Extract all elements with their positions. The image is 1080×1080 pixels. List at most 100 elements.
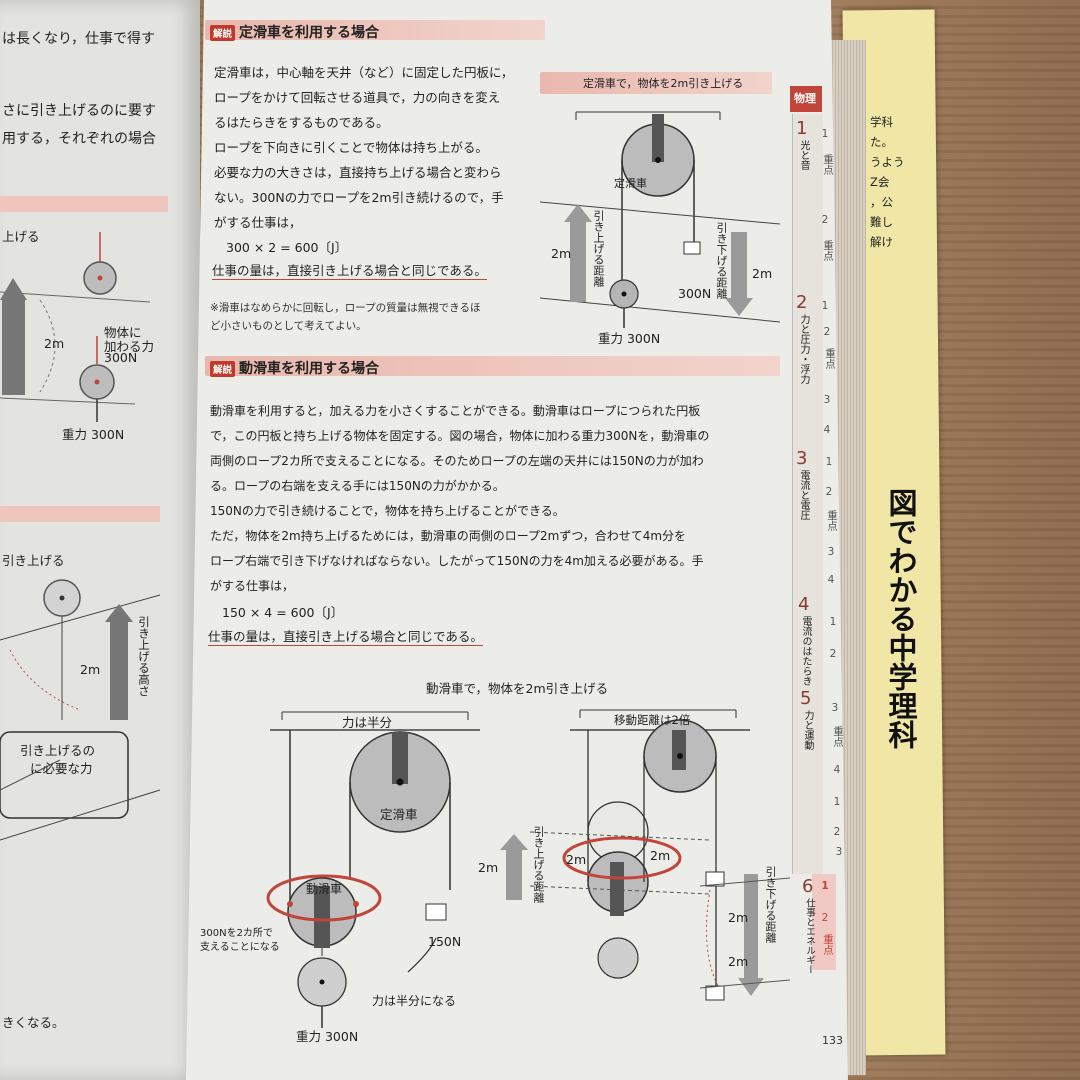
left-label: 2m	[44, 336, 65, 351]
chapter-number: 5	[800, 688, 812, 709]
body-line: 150Nの力で引き続けることで，物体を持ち上げることができる。	[210, 504, 565, 518]
section2-title-text: 動滑車を利用する場合	[239, 361, 380, 377]
body-line: で，この円板と持ち上げる物体を固定する。図の場合，物体に加わる重力300Nを，動…	[210, 429, 710, 443]
index-item[interactable]: 3	[831, 702, 839, 714]
kaisetsu-tag: 解説	[210, 25, 236, 41]
fig1-pulley-label: 定滑車	[614, 177, 647, 190]
body-line: る。ロープの右端を支える手には150Nの力がかかる。	[210, 479, 505, 493]
fig2-moving-label: 動滑車	[306, 882, 343, 896]
fig1-left-dist: 2m	[551, 246, 572, 261]
fig2-caption: 動滑車で，物体を2m引き上げる	[426, 681, 609, 696]
index-item[interactable]: 2	[823, 326, 831, 338]
conclusion-line: 仕事の量は，直接引き上げる場合と同じである。	[212, 260, 487, 280]
current-index-item[interactable]: 1	[821, 880, 829, 892]
left-label: 重力 300N	[62, 427, 125, 442]
section1-title: 解説定滑車を利用する場合	[210, 22, 379, 42]
chapter-number: 3	[796, 448, 808, 469]
note-line: ※滑車はなめらかに回転し，ロープの質量は無視できるほ	[210, 302, 481, 314]
body-line: ロープをかけて回転させる道具で，力の向きを変え	[214, 90, 501, 105]
fig2-moving-pulley-diagram	[266, 709, 790, 1028]
body-line: 両側のロープ2カ所で支えることになる。そのためロープの左端の天井には150Nの力…	[210, 454, 704, 468]
index-item[interactable]: 1	[821, 300, 829, 312]
fig1-fixed-pulley-diagram	[540, 111, 781, 328]
section1-header-band	[205, 20, 545, 40]
fig2-support-note: 支えることになる	[200, 942, 280, 953]
section2-header-band	[205, 356, 780, 376]
section2-title: 解説動滑車を利用する場合	[210, 358, 379, 378]
left-label: きくなる。	[2, 1015, 65, 1030]
body-line: 定滑車は，中心軸を天井（など）に固定した円板に，	[214, 65, 514, 80]
body-line: 必要な力の大きさは，直接持ち上げる場合と変わら	[214, 165, 502, 180]
subject-tab[interactable]	[790, 86, 822, 112]
equation: 300 × 2 = 600〔J〕	[226, 240, 348, 255]
fig2-lift-label: 引き上げる距離	[532, 826, 545, 903]
index-item[interactable]: 3	[835, 846, 843, 858]
index-item[interactable]: 1	[833, 796, 841, 808]
chapter-number: 1	[796, 118, 808, 139]
fig1-gravity: 重力 300N	[598, 331, 661, 346]
fig1-force: 300N	[678, 286, 712, 301]
index-item[interactable]: 3	[823, 394, 831, 406]
index-item[interactable]: 重点	[824, 348, 836, 369]
left-label: 2m	[80, 662, 101, 677]
left-label: 上げる	[2, 229, 40, 244]
left-text-line: 用する，それぞれの場合	[2, 131, 156, 147]
index-item[interactable]: 1	[829, 616, 837, 628]
body-line: るはたらきをするものである。	[214, 115, 389, 130]
left-label: 引き上げる	[2, 553, 65, 568]
fig2-pull-a: 2m	[728, 910, 749, 925]
body-line: ロープを下向きに引くことで物体は持ち上がる。	[214, 140, 488, 155]
fig2-fixed-label: 定滑車	[380, 807, 418, 822]
index-item[interactable]: 2	[829, 648, 837, 660]
index-item[interactable]: 重点	[822, 240, 834, 261]
current-index-item[interactable]: 重点	[822, 934, 834, 955]
fig1-caption: 定滑車で，物体を2m引き上げる	[583, 77, 744, 90]
current-index-item[interactable]: 2	[821, 912, 829, 924]
section1-title-text: 定滑車を利用する場合	[239, 25, 380, 41]
left-text-line: は長くなり，仕事で得す	[2, 31, 156, 47]
edge-text-line: Z会	[870, 175, 890, 189]
left-label: 300N	[104, 350, 138, 365]
body-line: がする仕事は，	[210, 579, 295, 593]
left-text-line: さに引き上げるのに要す	[2, 103, 156, 119]
index-item[interactable]: 4	[833, 764, 841, 776]
edge-text-line: ，公	[870, 195, 893, 209]
back-book-title: 図でわかる中学理科	[884, 488, 918, 749]
index-item[interactable]: 2	[825, 486, 833, 498]
left-diagrams	[0, 232, 161, 841]
fig1-right-dist: 2m	[752, 266, 773, 281]
edge-text-line: 解け	[870, 235, 893, 249]
index-item[interactable]: 重点	[832, 726, 844, 747]
body-line: 動滑車を利用すると，加える力を小さくすることができる。動滑車はロープにつられた円…	[210, 404, 701, 418]
index-item[interactable]: 2	[833, 826, 841, 838]
edge-text-line: 難し	[870, 215, 893, 229]
chapter-index	[792, 114, 823, 874]
index-item[interactable]: 4	[827, 574, 835, 586]
fig2-gravity: 重力 300N	[296, 1029, 359, 1044]
index-item[interactable]: 1	[825, 456, 833, 468]
index-item[interactable]: 4	[823, 424, 831, 436]
current-chapter-tab[interactable]	[812, 874, 836, 970]
index-item[interactable]: 2	[821, 214, 829, 226]
page-number: 133	[822, 1034, 843, 1047]
index-item[interactable]: 1	[821, 128, 829, 140]
index-item[interactable]: 3	[827, 546, 835, 558]
chapter-name: 光と音	[798, 140, 809, 170]
fig2-lift-dist: 2m	[478, 860, 499, 875]
left-label: 物体に	[104, 325, 142, 340]
index-item[interactable]: 重点	[822, 154, 834, 175]
body-line: ない。300Nの力でロープを2m引き続けるので，手	[214, 190, 504, 205]
body-line: がする仕事は，	[214, 215, 302, 230]
left-band	[0, 196, 168, 212]
index-item[interactable]: 重点	[826, 510, 838, 531]
edge-text-line: た。	[870, 135, 893, 149]
left-page: は長くなり，仕事で得す さに引き上げるのに要す 用する，それぞれの場合 上げる …	[0, 0, 200, 1080]
fig2-pull-label: 引き下げる距離	[764, 866, 777, 943]
fig2-double-dist: 移動距離は2倍	[614, 713, 691, 727]
fig2-half-force: 力は半分	[342, 715, 393, 730]
chapter-name: 仕事とエネルギー	[804, 898, 815, 974]
kaisetsu-tag: 解説	[210, 361, 236, 377]
left-label: 引き上げる高さ	[137, 616, 151, 697]
conclusion-line: 仕事の量は，直接引き上げる場合と同じである。	[208, 626, 483, 646]
fig2-pull-b: 2m	[728, 954, 749, 969]
